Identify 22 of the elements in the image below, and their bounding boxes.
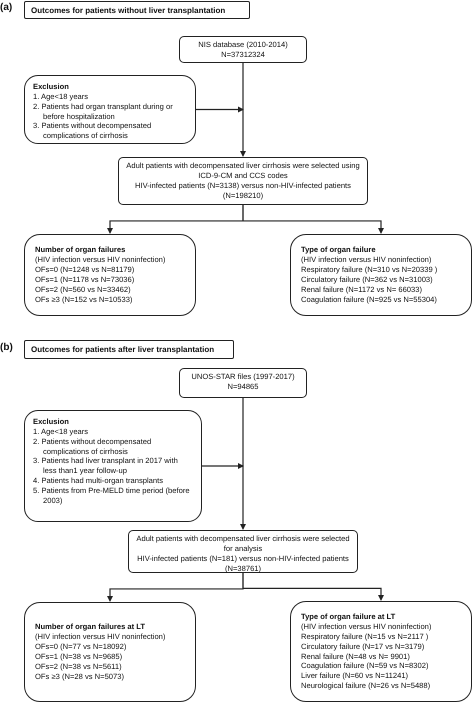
process-box	[128, 530, 358, 573]
panel-label: (b)	[0, 342, 13, 353]
outcome-box	[290, 601, 472, 702]
exclusion-box	[24, 410, 202, 522]
box-text: Outcomes for patients after liver transplantation	[31, 345, 216, 356]
arrow	[240, 398, 246, 530]
process-box	[179, 36, 307, 63]
outcome-box	[24, 602, 196, 702]
process-box	[179, 368, 307, 398]
box-text: Outcomes for patients without liver transplantation	[31, 6, 226, 16]
process-box	[118, 157, 368, 205]
arrow	[242, 573, 384, 601]
exclusion-box	[24, 75, 196, 144]
arrow	[196, 106, 244, 112]
outcome-box	[290, 234, 472, 316]
outcome-box	[24, 234, 196, 316]
section-heading-box	[24, 340, 234, 359]
arrow	[202, 463, 244, 469]
arrow	[242, 205, 384, 234]
section-heading-box	[24, 1, 250, 19]
arrow	[240, 63, 246, 157]
panel-label: (a)	[0, 2, 12, 13]
